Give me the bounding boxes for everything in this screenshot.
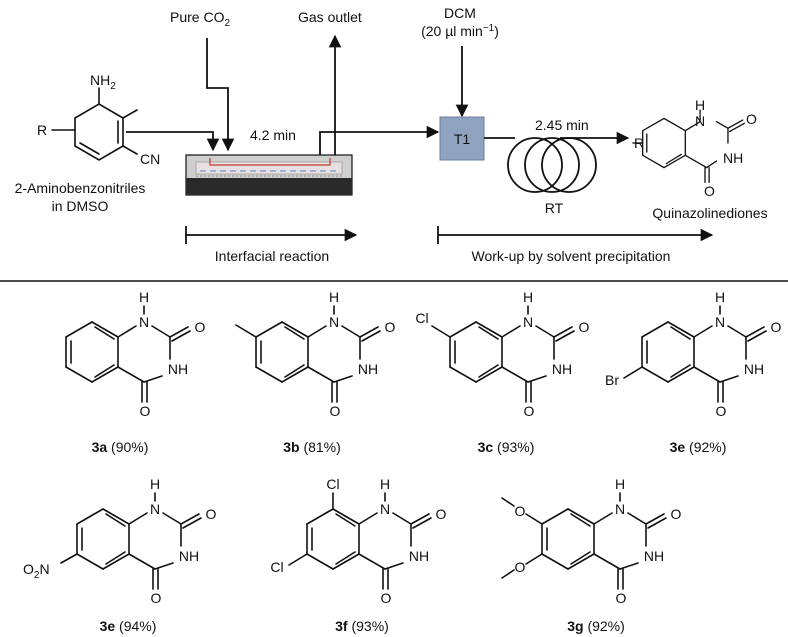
stage1-label: Interfacial reaction: [215, 248, 329, 264]
cl-label: Cl: [270, 559, 283, 575]
h-label: H: [523, 289, 533, 305]
feed-arrow: [126, 131, 220, 152]
reactor-out-arrow: [319, 125, 440, 155]
reactant-name-line1: 2-Aminobenzonitriles: [15, 180, 146, 196]
n1-label: N: [150, 501, 160, 517]
o4-label: O: [524, 403, 535, 419]
product-r-label: R: [634, 135, 644, 151]
n1-label: N: [139, 314, 149, 330]
product-h-label: H: [695, 97, 705, 113]
coil-temp-label: RT: [545, 200, 564, 216]
caption-3a: 3a (90%): [92, 439, 149, 455]
t1-mixer: [439, 116, 485, 161]
dcm-flow-label: (20 µl min−1): [421, 23, 499, 39]
cl-label: Cl: [415, 310, 428, 326]
stage2-label: Work-up by solvent precipitation: [472, 248, 671, 264]
structure-3b: HN O NH O: [235, 289, 396, 419]
o2-label: O: [771, 319, 782, 335]
nitro-label: O2N: [23, 561, 50, 581]
o4-label: O: [140, 403, 151, 419]
caption-3e-br: 3e (92%): [670, 439, 727, 455]
n1-label: N: [329, 314, 339, 330]
o-methoxy-label: O: [515, 559, 526, 575]
n1-label: N: [615, 501, 625, 517]
product-nh-label: NH: [723, 150, 743, 166]
o2-label: O: [579, 319, 590, 335]
product-o2-label: O: [746, 111, 757, 127]
br-label: Br: [605, 372, 619, 388]
o2-label: O: [385, 319, 396, 335]
structure-3e-no2: HN O NH O O2N: [23, 476, 217, 606]
nh-label: NH: [168, 361, 188, 377]
h-label: H: [615, 476, 625, 492]
structure-3a: HN O NH O: [65, 289, 206, 419]
o-methoxy-label: O: [515, 503, 526, 519]
coil-time-label: 2.45 min: [535, 117, 589, 133]
co2-inlet-arrow: [206, 38, 235, 152]
o2-label: O: [195, 319, 206, 335]
structure-3g: HN O NH O O O: [501, 476, 682, 606]
n1-label: N: [380, 501, 390, 517]
product-o4-label: O: [704, 183, 715, 199]
o2-label: O: [671, 506, 682, 522]
interfacial-stage-arrow: [185, 226, 358, 244]
nh-label: NH: [644, 548, 664, 564]
co2-inlet-label: Pure CO2: [170, 9, 230, 29]
o2-label: O: [436, 506, 447, 522]
n1-label: N: [715, 314, 725, 330]
nh-label: NH: [179, 548, 199, 564]
h-label: H: [150, 476, 160, 492]
nh-label: NH: [358, 361, 378, 377]
structure-3c: HN O NH O Cl: [415, 289, 589, 419]
o4-label: O: [330, 403, 341, 419]
reactant-name-line2: in DMSO: [52, 198, 109, 214]
caption-3b: 3b (81%): [283, 439, 341, 455]
h-label: H: [329, 289, 339, 305]
nh-label: NH: [552, 361, 572, 377]
reactant-structure: [51, 87, 138, 161]
cl-label: Cl: [326, 476, 339, 492]
reactor-time-label: 4.2 min: [250, 127, 296, 143]
h-label: H: [139, 289, 149, 305]
n1-label: N: [523, 314, 533, 330]
reactant-cn-label: CN: [140, 151, 160, 167]
product-structure: [632, 109, 746, 184]
reaction-coil: [484, 137, 597, 193]
h-label: H: [715, 289, 725, 305]
caption-3f: 3f (93%): [335, 618, 389, 634]
o4-label: O: [151, 590, 162, 606]
product-n1-label: N: [695, 113, 705, 129]
caption-3e-no2: 3e (94%): [100, 618, 157, 634]
membrane-reactor: [185, 154, 353, 196]
workup-stage-arrow: [437, 226, 714, 244]
h-label: H: [380, 476, 390, 492]
nh-label: NH: [409, 548, 429, 564]
o4-label: O: [716, 403, 727, 419]
o4-label: O: [616, 590, 627, 606]
reactant-nh2-label: NH2: [90, 72, 116, 92]
nh-label: NH: [744, 361, 764, 377]
dcm-label: DCM: [444, 5, 476, 21]
product-name-label: Quinazolinediones: [652, 205, 767, 221]
caption-3g: 3g (92%): [567, 618, 625, 634]
t1-label: T1: [454, 131, 471, 147]
o2-label: O: [206, 506, 217, 522]
structure-3e-br: HN O NH O Br: [605, 289, 782, 419]
caption-3c: 3c (93%): [478, 439, 535, 455]
gas-outlet-label: Gas outlet: [298, 9, 362, 25]
reactant-r-label: R: [37, 122, 47, 138]
o4-label: O: [381, 590, 392, 606]
